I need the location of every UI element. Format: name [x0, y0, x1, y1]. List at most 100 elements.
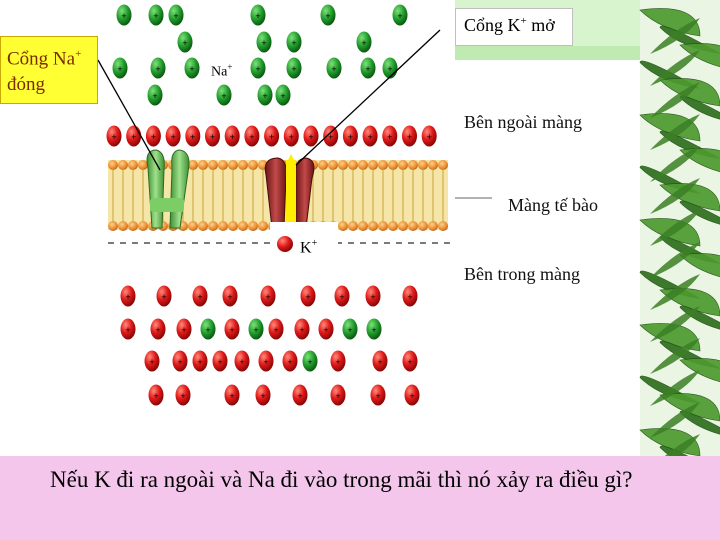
lipid-head — [138, 160, 148, 170]
svg-text:+: + — [190, 132, 195, 142]
svg-text:+: + — [407, 292, 412, 302]
lipid-head — [408, 160, 418, 170]
potassium-ion: + — [318, 318, 334, 340]
sodium-ion: + — [302, 350, 318, 372]
sodium-ion: + — [184, 57, 200, 79]
lipid-head — [338, 221, 348, 231]
svg-text:+: + — [170, 132, 175, 142]
sodium-ion: + — [320, 4, 336, 26]
svg-text:+: + — [335, 357, 340, 367]
lipid-head — [108, 221, 118, 231]
lipid-head — [428, 221, 438, 231]
lipid-head — [108, 160, 118, 170]
svg-text:+: + — [153, 11, 158, 21]
potassium-ion: + — [192, 350, 208, 372]
membrane-label: Màng tế bào — [508, 195, 598, 215]
svg-text:+: + — [297, 391, 302, 401]
svg-text:+: + — [265, 292, 270, 302]
svg-text:+: + — [427, 132, 432, 142]
leaf-decoration-icon — [639, 0, 720, 474]
svg-text:+: + — [197, 292, 202, 302]
k-ion-label: K+ — [300, 238, 318, 257]
svg-text:+: + — [253, 325, 258, 335]
lipid-head — [428, 160, 438, 170]
svg-text:+: + — [305, 292, 310, 302]
sodium-ion: + — [356, 31, 372, 53]
potassium-ion: + — [165, 125, 181, 147]
svg-text:+: + — [255, 64, 260, 74]
potassium-ion: + — [402, 285, 418, 307]
potassium-ion: + — [421, 125, 437, 147]
svg-text:+: + — [407, 357, 412, 367]
svg-text:+: + — [308, 132, 313, 142]
sodium-ion: + — [147, 84, 163, 106]
svg-text:+: + — [307, 357, 312, 367]
potassium-ion: + — [222, 285, 238, 307]
lipid-head — [398, 160, 408, 170]
svg-text:+: + — [151, 132, 156, 142]
svg-text:+: + — [335, 391, 340, 401]
potassium-ion: + — [330, 384, 346, 406]
svg-text:+: + — [375, 391, 380, 401]
svg-text:+: + — [325, 11, 330, 21]
potassium-ion: + — [148, 384, 164, 406]
potassium-ion: + — [255, 384, 271, 406]
question-text: Nếu K đi ra ngoài và Na đi vào trong mãi… — [50, 467, 633, 492]
svg-text:+: + — [182, 38, 187, 48]
potassium-ion: + — [126, 125, 142, 147]
na-gate-pointer — [97, 59, 161, 171]
svg-text:+: + — [149, 357, 154, 367]
svg-text:+: + — [262, 91, 267, 101]
sodium-ion: + — [200, 318, 216, 340]
svg-text:+: + — [210, 132, 215, 142]
potassium-ion: + — [372, 350, 388, 372]
lipid-head — [138, 221, 148, 231]
na-gate-label: Cổng Na+ đóng — [0, 36, 98, 104]
svg-text:+: + — [131, 132, 136, 142]
na-gate-text: Cổng Na — [7, 48, 76, 70]
svg-text:+: + — [255, 11, 260, 21]
lipid-head — [208, 221, 218, 231]
k-gate-state: mở — [531, 15, 555, 35]
svg-text:+: + — [291, 64, 296, 74]
sodium-ion: + — [216, 84, 232, 106]
svg-text:+: + — [370, 292, 375, 302]
sodium-ion: + — [116, 4, 132, 26]
sodium-ion: + — [256, 31, 272, 53]
lipid-head — [388, 160, 398, 170]
potassium-ion: + — [365, 285, 381, 307]
lipid-head — [208, 160, 218, 170]
potassium-ion: + — [185, 125, 201, 147]
svg-text:+: + — [125, 325, 130, 335]
sodium-ion: + — [342, 318, 358, 340]
k-ion-exiting — [277, 236, 293, 252]
potassium-ion: + — [330, 350, 346, 372]
svg-text:+: + — [197, 357, 202, 367]
potassium-ion: + — [224, 318, 240, 340]
sodium-ion: + — [150, 57, 166, 79]
sodium-ion: + — [250, 57, 266, 79]
k-gate-sup: + — [520, 15, 527, 27]
lipid-head — [128, 160, 138, 170]
svg-text:+: + — [117, 64, 122, 74]
potassium-ion: + — [224, 125, 240, 147]
lipid-head — [348, 221, 358, 231]
sodium-ion: + — [286, 31, 302, 53]
lipid-head — [118, 160, 128, 170]
potassium-ion: + — [244, 125, 260, 147]
lipid-head — [128, 221, 138, 231]
svg-text:+: + — [328, 132, 333, 142]
potassium-ion: + — [172, 350, 188, 372]
lipid-head — [358, 221, 368, 231]
sodium-ion: + — [250, 4, 266, 26]
lipid-head — [248, 160, 258, 170]
potassium-ion: + — [334, 285, 350, 307]
question-banner — [0, 456, 720, 540]
lipid-head — [358, 160, 368, 170]
k-pore — [286, 160, 296, 228]
potassium-ion: + — [144, 350, 160, 372]
potassium-ion: + — [282, 350, 298, 372]
sodium-ion: + — [392, 4, 408, 26]
potassium-ion: + — [283, 125, 299, 147]
sodium-ion: + — [257, 84, 273, 106]
